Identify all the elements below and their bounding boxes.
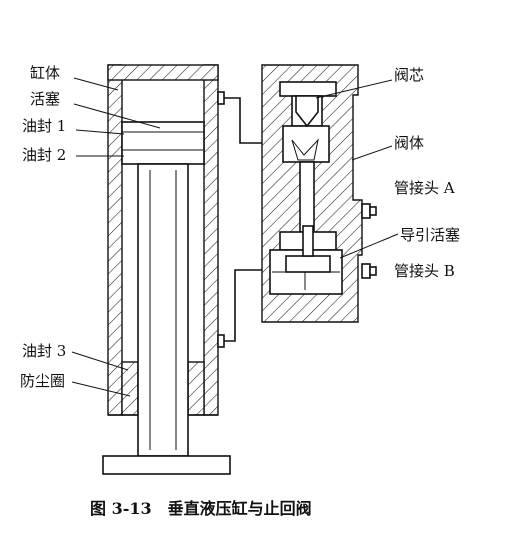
label-valve-core: 阀芯	[394, 66, 424, 84]
label-dust-ring: 防尘圈	[20, 372, 65, 390]
label-pipe-joint-a: 管接头 A	[394, 179, 455, 197]
cylinder-right-wall	[203, 64, 219, 416]
valve-core	[295, 95, 319, 128]
cylinder-gland-left	[121, 361, 139, 416]
label-piston: 活塞	[30, 90, 60, 108]
label-pilot-piston: 导引活塞	[400, 226, 460, 244]
label-cylinder-body: 缸体	[30, 64, 60, 82]
hydraulic-cylinder	[102, 64, 231, 475]
label-oil-seal-1: 油封 1	[22, 117, 66, 135]
piston	[121, 121, 205, 165]
cylinder-top-cap	[107, 64, 219, 81]
connecting-pipes	[224, 97, 262, 342]
leader-lines	[71, 77, 399, 397]
rod-base-plate	[102, 455, 231, 475]
pipe-joint-b	[361, 263, 377, 279]
label-pipe-joint-b: 管接头 B	[394, 262, 455, 280]
piston-rod	[137, 163, 189, 457]
check-valve	[261, 64, 377, 323]
cylinder-left-wall	[107, 64, 123, 416]
pipe-joint-a	[361, 203, 377, 219]
label-valve-body: 阀体	[394, 134, 424, 152]
label-oil-seal-2: 油封 2	[22, 146, 66, 164]
cylinder-gland-right	[187, 361, 205, 416]
figure-caption: 图 3-13 垂直液压缸与止回阀	[90, 499, 312, 518]
label-oil-seal-3: 油封 3	[22, 342, 66, 360]
pilot-piston	[285, 255, 331, 273]
